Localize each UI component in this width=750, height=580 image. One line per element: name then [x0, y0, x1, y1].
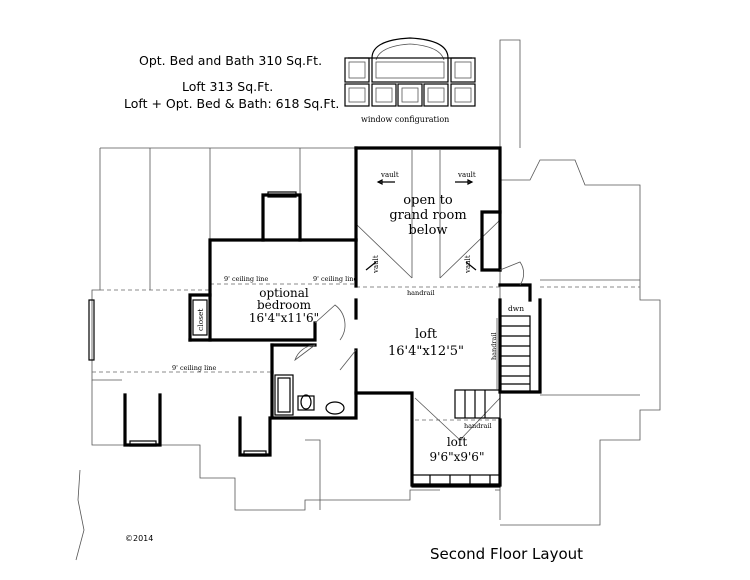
vault-label-lower-right: vault: [464, 255, 472, 274]
handrail-label-stair: handrail: [490, 332, 498, 360]
lower-loft-label: loft: [447, 435, 468, 449]
vault-label-right: vault: [457, 171, 476, 179]
ceiling-line-label-1: 9' ceiling line: [224, 275, 268, 283]
loft-plus-area: Loft + Opt. Bed & Bath: 618 Sq.Ft.: [124, 96, 340, 111]
closet-label: closet: [196, 309, 205, 331]
optional-bedroom-size: 16'4"x11'6": [249, 311, 319, 325]
window-configuration-diagram: [344, 37, 476, 107]
bay-window: [411, 474, 501, 488]
window-configuration-label: window configuration: [361, 115, 449, 124]
walls: [123, 146, 542, 487]
vault-label-left: vault: [380, 171, 399, 179]
ceiling-line-label-2: 9' ceiling line: [313, 275, 357, 283]
loft-label: loft: [415, 327, 438, 342]
bath-fixtures: [274, 374, 345, 416]
optional-bedroom-label-2: bedroom: [257, 298, 312, 312]
grand-room-label: grand room: [389, 208, 466, 223]
loft-area: Loft 313 Sq.Ft.: [182, 79, 274, 94]
vault-arrows: [365, 179, 477, 271]
ceiling-lines: [92, 150, 640, 441]
wall-windows: [88, 191, 297, 457]
handrail-label-upper: handrail: [407, 289, 435, 297]
ceiling-line-label-3: 9' ceiling line: [172, 364, 216, 372]
handrail-label-lower: handrail: [464, 422, 492, 430]
loft-size: 16'4"x12'5": [388, 344, 464, 359]
copyright: ©2014: [125, 534, 154, 543]
staircase: [454, 315, 531, 419]
open-to-label: open to: [403, 193, 453, 208]
roof-outline: [75, 39, 661, 561]
optional-bedroom-label-1: optional: [259, 286, 309, 300]
plan-caption: Second Floor Layout: [430, 545, 584, 563]
vault-label-lower-left: vault: [372, 255, 380, 274]
opt-bed-bath-area: Opt. Bed and Bath 310 Sq.Ft.: [139, 53, 323, 68]
doors: [192, 261, 524, 371]
below-label: below: [408, 223, 447, 238]
down-label: dwn: [508, 304, 524, 313]
lower-loft-size: 9'6"x9'6": [430, 450, 485, 464]
